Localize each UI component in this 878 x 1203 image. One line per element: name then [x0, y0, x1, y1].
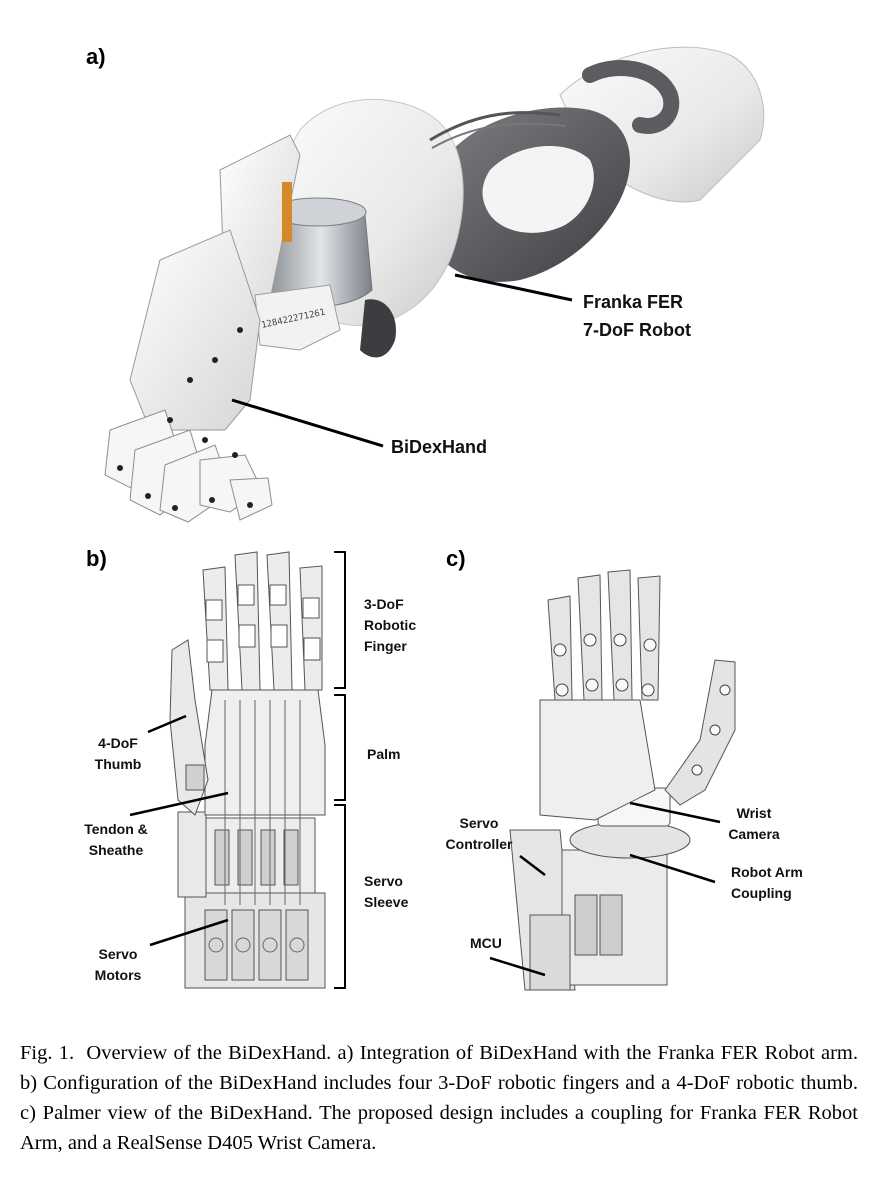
label-palm: Palm	[367, 746, 401, 762]
panel-a-photo: 128422271261	[104, 46, 765, 523]
label-robot-arm-coupling: Robot Arm Coupling	[731, 862, 803, 904]
label-servo-motors-line1: Servo	[98, 946, 138, 962]
label-coupling-line1: Robot Arm	[731, 864, 803, 880]
label-franka-robot-line2: 7-DoF Robot	[583, 320, 691, 340]
label-robotic-finger-line3: Finger	[364, 638, 407, 654]
label-thumb-line2: Thumb	[94, 756, 142, 772]
panel-b-drawing	[129, 551, 346, 989]
panel-c-drawing	[489, 569, 736, 991]
panel-a-label: a)	[86, 44, 106, 69]
label-coupling-line2: Coupling	[731, 885, 792, 901]
label-servo-sleeve-line1: Servo	[364, 873, 403, 889]
figure-caption: Fig. 1. Overview of the BiDexHand. a) In…	[20, 1038, 858, 1158]
label-thumb-line1: 4-DoF	[98, 735, 138, 751]
label-tendon-line2: Sheathe	[88, 842, 144, 858]
label-servo-sleeve: Servo Sleeve	[364, 871, 408, 913]
figure-caption-label: Fig. 1.	[20, 1042, 75, 1064]
label-servo-controller-line1: Servo	[459, 815, 499, 831]
label-robotic-finger-line1: 3-DoF	[364, 596, 404, 612]
label-robotic-finger: 3-DoF Robotic Finger	[364, 594, 416, 657]
label-mcu: MCU	[470, 935, 502, 951]
figure-caption-text: Overview of the BiDexHand. a) Integratio…	[20, 1042, 858, 1154]
label-servo-controller: Servo Controller	[436, 813, 522, 855]
label-tendon-sheathe: Tendon & Sheathe	[76, 819, 156, 861]
label-robotic-finger-line2: Robotic	[364, 617, 417, 633]
panel-c-label: c)	[446, 546, 466, 571]
label-bidexhand: BiDexHand	[391, 437, 488, 457]
label-franka-robot: Franka FER 7-DoF Robot	[583, 288, 691, 344]
label-wrist-camera: Wrist Camera	[724, 803, 784, 845]
label-tendon-line1: Tendon &	[84, 821, 148, 837]
label-servo-sleeve-line2: Sleeve	[364, 894, 409, 910]
label-franka-robot-line1: Franka FER	[583, 292, 684, 312]
label-wrist-camera-line2: Camera	[728, 826, 780, 842]
panel-b-label: b)	[86, 546, 107, 571]
label-servo-motors-line2: Motors	[94, 967, 142, 983]
label-servo-motors: Servo Motors	[86, 944, 150, 986]
label-thumb: 4-DoF Thumb	[88, 733, 148, 775]
label-wrist-camera-line1: Wrist	[736, 805, 772, 821]
label-servo-controller-line2: Controller	[445, 836, 513, 852]
